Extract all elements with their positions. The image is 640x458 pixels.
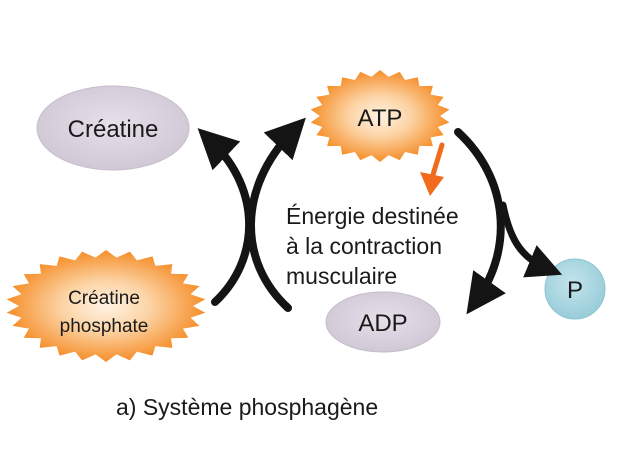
energy-arrow-shaft: [429, 142, 445, 181]
creatine-label: Créatine: [68, 116, 159, 143]
adp-node: ADP: [325, 291, 441, 353]
arrow-adp-to-atp: [247, 117, 306, 312]
phosphate-label: P: [567, 277, 583, 304]
creatine-phosphate-label-line2: phosphate: [60, 316, 149, 337]
energy-text-line3: musculaire: [286, 263, 397, 289]
energy-arrow-head: [420, 172, 444, 196]
arrow-to-phosphate: [499, 201, 563, 278]
arrow-creatine-phosphate-to-creatine: [197, 128, 253, 306]
creatine-node: Créatine: [36, 85, 190, 171]
energy-arrow: [420, 142, 445, 196]
adp-label: ADP: [358, 310, 407, 337]
arrow-atp-to-adp: [454, 128, 506, 315]
creatine-phosphate-burst: [6, 250, 206, 362]
creatine-phosphate-node: Créatine phosphate: [6, 250, 206, 362]
phosphate-node: P: [544, 258, 606, 320]
creatine-phosphate-label-line1: Créatine: [68, 288, 140, 309]
energy-text-line2: à la contraction: [286, 233, 442, 259]
atp-node: ATP: [310, 70, 450, 162]
creatine-ellipse: [36, 85, 190, 171]
adp-ellipse: [325, 291, 441, 353]
atp-label: ATP: [358, 105, 403, 132]
atp-burst: [310, 70, 450, 162]
energy-text-line1: Énergie destinée: [286, 203, 459, 229]
diagram-caption: a) Système phosphagène: [116, 394, 378, 420]
